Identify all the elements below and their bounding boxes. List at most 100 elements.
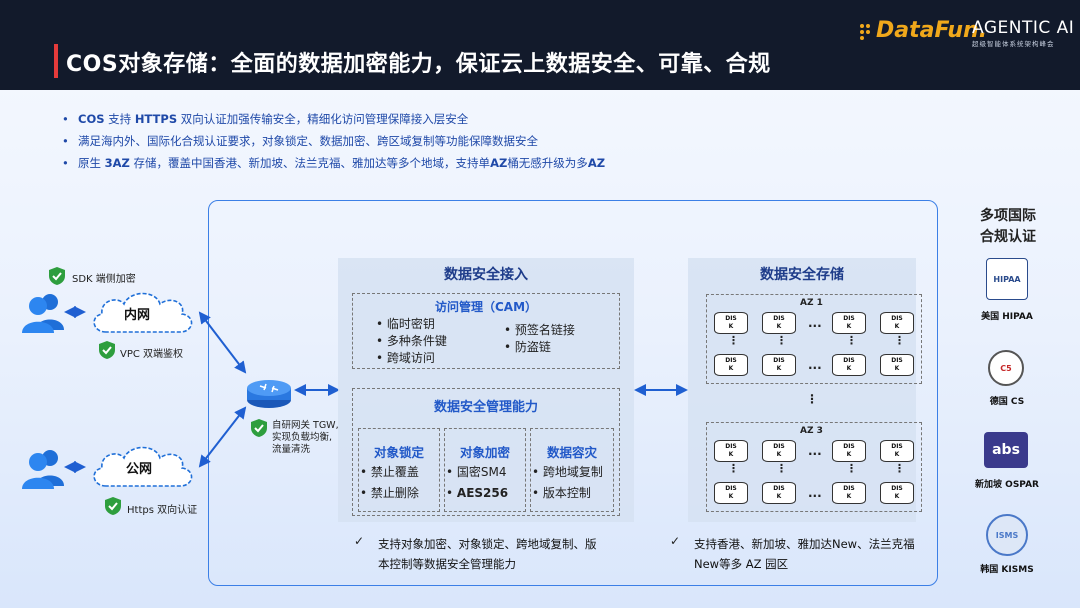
user-icon <box>22 294 64 333</box>
disaster-recovery-box <box>530 428 614 512</box>
ospar-label: 新加坡 OSPAR <box>975 480 1039 490</box>
disaster-recovery-title: 数据容灾 <box>546 445 597 460</box>
access-note: 支持对象加密、对象锁定、跨地域复制、版 本控制等数据安全管理能力 <box>378 537 597 571</box>
bullet-item: 原生 3AZ 存储，覆盖中国香港、新加坡、法兰克福、雅加达等多个地域，支持单AZ… <box>62 152 842 174</box>
az3-label: AZ 3 <box>800 426 823 436</box>
horizontal-ellipsis: ... <box>808 358 822 372</box>
vertical-ellipsis: ⋮ <box>894 334 905 347</box>
shield-check-icon <box>251 419 267 437</box>
storage-note: 支持香港、新加坡、雅加达New、法兰克福 New等多 AZ 园区 <box>694 537 915 571</box>
certs-title: 多项国际 合规认证 <box>980 208 1036 245</box>
bullet-item: COS 支持 HTTPS 双向认证加强传输安全，精细化访问管理保障接入层安全 <box>62 108 842 130</box>
cloud-icon <box>93 292 193 333</box>
horizontal-ellipsis: ... <box>808 444 822 458</box>
brand-tagline: 超级智能体系统架构峰会 <box>972 40 1055 48</box>
object-lock-box <box>358 428 440 512</box>
mgmt-box <box>352 388 620 516</box>
object-lock-title: 对象锁定 <box>373 445 424 460</box>
vertical-ellipsis: ⋮ <box>846 462 857 475</box>
hipaa-logo: HIPAA <box>986 258 1028 300</box>
c5-label: 德国 CS <box>989 397 1025 407</box>
kisms-label: 韩国 KISMS <box>980 565 1034 575</box>
vpc-auth-label: VPC 双端鉴权 <box>120 349 184 360</box>
check-icon: ✓ <box>670 534 681 548</box>
c5-logo: C5 <box>988 350 1024 386</box>
object-lock-list: • 禁止覆盖 • 禁止删除 <box>360 465 419 500</box>
object-encrypt-box <box>444 428 526 512</box>
vertical-ellipsis: ⋮ <box>776 462 787 475</box>
check-icon: ✓ <box>354 534 365 548</box>
list-item: • 防盗链 <box>504 340 551 354</box>
cam-list-right: • 预签名链接 • 防盗链 <box>504 322 575 356</box>
hipaa-label: 美国 HIPAA <box>981 312 1033 322</box>
az3-box <box>706 422 922 512</box>
title-accent-bar <box>54 44 58 78</box>
data-access-panel <box>338 258 634 522</box>
gateway-description: 自研网关 TGW, 实现负载均衡, 流量清洗 <box>272 420 339 455</box>
page-title: COS对象存储：全面的数据加密能力，保证云上数据安全、可靠、合规 <box>66 52 771 77</box>
bullet-item: 满足海内外、国际化合规认证要求，对象锁定、数据加密、跨区域复制等功能保障数据安全 <box>62 130 842 152</box>
list-item: • 预签名链接 <box>504 323 575 337</box>
vertical-ellipsis: ⋮ <box>846 334 857 347</box>
cloud-icon <box>93 446 193 487</box>
shield-check-icon <box>49 267 65 285</box>
list-item: • 临时密钥 <box>376 317 435 331</box>
sdk-encryption-label: SDK 端侧加密 <box>72 274 136 285</box>
abs-logo: abs <box>984 432 1028 468</box>
horizontal-ellipsis: ... <box>808 486 822 500</box>
intranet-label: 内网 <box>124 308 151 323</box>
list-item: • 跨域访问 <box>376 351 435 365</box>
brand-sub: AGENTIC AI <box>972 18 1075 38</box>
vertical-ellipsis: ⋮ <box>776 334 787 347</box>
object-encrypt-title: 对象加密 <box>459 445 510 460</box>
datafun-logo-icon <box>860 24 870 40</box>
az1-label: AZ 1 <box>800 298 823 308</box>
cam-box <box>352 293 620 369</box>
shield-check-icon <box>105 497 121 515</box>
list-item: • 多种条件键 <box>376 334 447 348</box>
cam-title: 访问管理（CAM） <box>434 300 538 314</box>
vertical-ellipsis: ⋮ <box>806 392 818 406</box>
data-storage-title: 数据安全存储 <box>760 267 844 283</box>
isms-logo: ISMS <box>986 514 1028 556</box>
router-icon <box>247 380 291 408</box>
vertical-ellipsis: ⋮ <box>894 462 905 475</box>
user-icon <box>22 450 64 489</box>
data-access-title: 数据安全接入 <box>444 267 528 283</box>
vertical-ellipsis: ⋮ <box>728 462 739 475</box>
architecture-frame <box>208 200 938 586</box>
shield-check-icon <box>99 341 115 359</box>
header-bar <box>0 0 1080 90</box>
az1-box <box>706 294 922 384</box>
horizontal-ellipsis: ... <box>808 316 822 330</box>
cam-list-left: • 临时密钥 • 多种条件键 • 跨域访问 <box>376 316 447 367</box>
data-storage-panel <box>688 258 916 522</box>
brand-name: DataFun. <box>876 18 988 43</box>
public-network-label: 公网 <box>126 462 153 477</box>
object-encrypt-list: • 国密SM4 • AES256 <box>446 465 509 500</box>
mgmt-title: 数据安全管理能力 <box>433 400 538 415</box>
vertical-ellipsis: ⋮ <box>728 334 739 347</box>
disaster-recovery-list: • 跨地域复制 • 版本控制 <box>532 465 603 500</box>
intro-bullets: COS 支持 HTTPS 双向认证加强传输安全，精细化访问管理保障接入层安全 满… <box>62 108 842 174</box>
https-auth-label: Https 双向认证 <box>127 505 198 516</box>
